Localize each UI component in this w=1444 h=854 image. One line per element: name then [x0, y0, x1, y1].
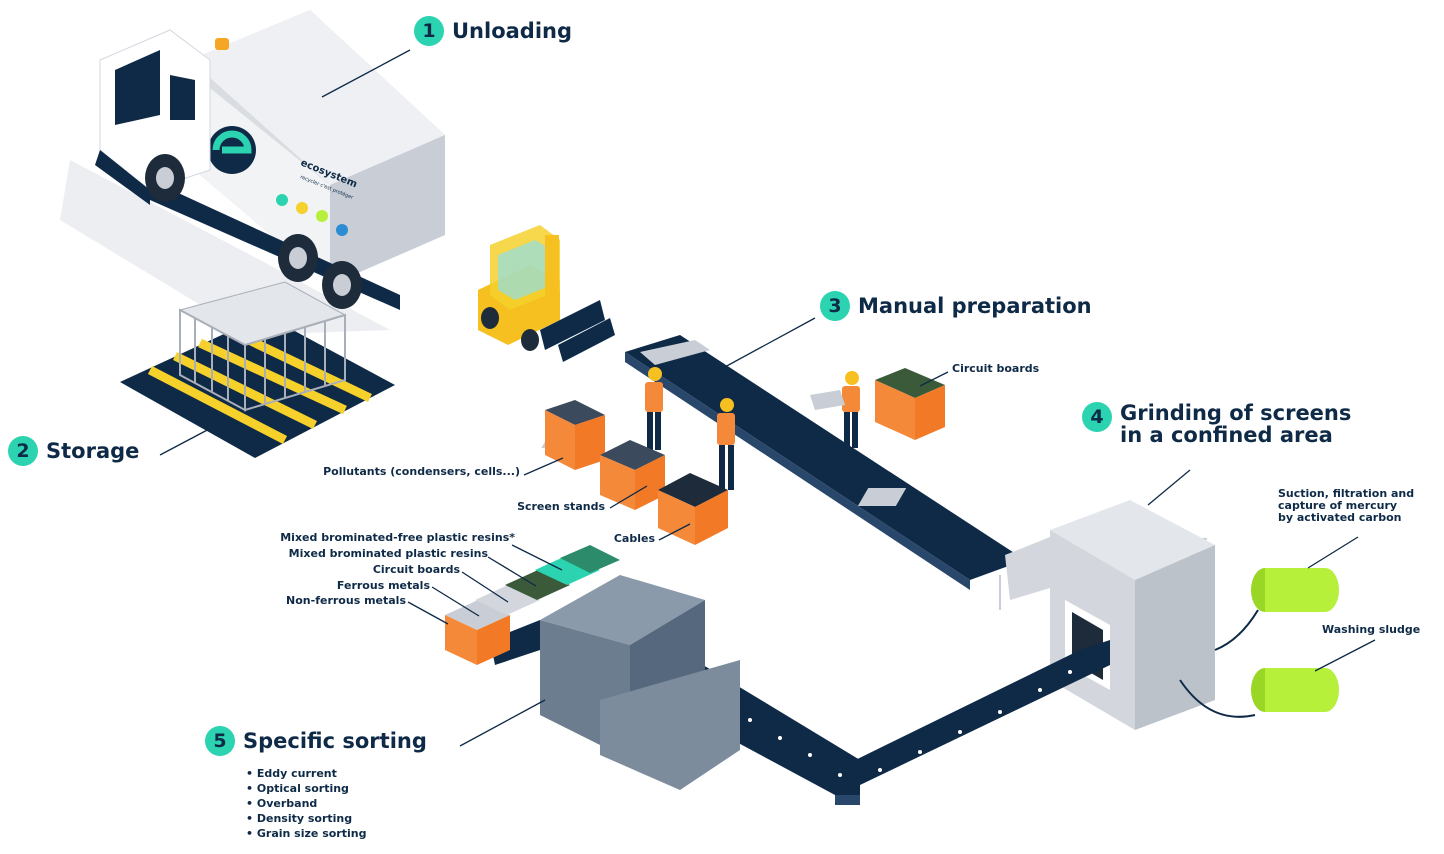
step-5-specific-sorting: 5 Specific sorting	[205, 726, 427, 756]
tanks-illustration	[1179, 568, 1339, 718]
step-title-line: Grinding of screens	[1120, 401, 1352, 425]
label-output-circuit-boards: Circuit boards	[372, 563, 460, 576]
sorting-method-item: Overband	[246, 796, 366, 811]
label-suction: Suction, filtration and capture of mercu…	[1278, 487, 1415, 525]
label-output-non-ferrous: Non-ferrous metals	[286, 594, 406, 607]
sorting-methods-list: Eddy current Optical sorting Overband De…	[246, 766, 367, 841]
truck-illustration: ecosystem recycler c'est protéger	[60, 10, 445, 335]
label-output-brominated-free: Mixed brominated-free plastic resins*	[280, 531, 515, 544]
sorting-method-item: Eddy current	[246, 766, 366, 781]
label-circuit-boards: Circuit boards	[952, 362, 1040, 375]
step-number-badge: 2	[8, 436, 38, 466]
label-line: by activated carbon	[1278, 511, 1402, 525]
step-number-badge: 5	[205, 726, 235, 756]
label-cables: Cables	[613, 532, 655, 545]
sorting-method-item: Optical sorting	[246, 781, 366, 796]
step-title: Storage	[46, 438, 140, 463]
storage-pad-illustration	[120, 281, 395, 458]
sorting-method-item: Density sorting	[246, 811, 366, 826]
step-title: Manual preparation	[858, 293, 1092, 318]
step-title: Grinding of screens in a confined area	[1120, 402, 1351, 446]
step-1-unloading: 1 Unloading	[414, 16, 572, 46]
step-number-badge: 1	[414, 16, 444, 46]
label-pollutants: Pollutants (condensers, cells...)	[323, 465, 520, 478]
leader-lines	[159, 49, 1376, 747]
label-line: Suction, filtration and	[1278, 487, 1415, 500]
sorting-machine-illustration	[490, 575, 740, 790]
step-title-line: in a confined area	[1120, 423, 1333, 448]
step-title: Unloading	[452, 18, 573, 43]
bins-illustration	[545, 368, 945, 545]
label-washing-sludge: Washing sludge	[1322, 623, 1421, 636]
sorting-method-item: Grain size sorting	[246, 826, 367, 841]
label-output-ferrous: Ferrous metals	[336, 579, 430, 592]
label-output-brominated: Mixed brominated plastic resins	[288, 547, 488, 560]
workers-illustration	[645, 367, 860, 490]
step-2-storage: 2 Storage	[8, 436, 139, 466]
step-number-badge: 4	[1082, 402, 1112, 432]
step-number-badge: 3	[820, 291, 850, 321]
step-3-manual-preparation: 3 Manual preparation	[820, 291, 1092, 321]
label-line: capture of mercury	[1278, 499, 1398, 513]
forklift-illustration	[478, 225, 615, 362]
label-screen-stands: Screen stands	[517, 500, 605, 513]
step-title: Specific sorting	[243, 728, 427, 753]
step-4-grinding: 4 Grinding of screens in a confined area	[1082, 402, 1351, 446]
